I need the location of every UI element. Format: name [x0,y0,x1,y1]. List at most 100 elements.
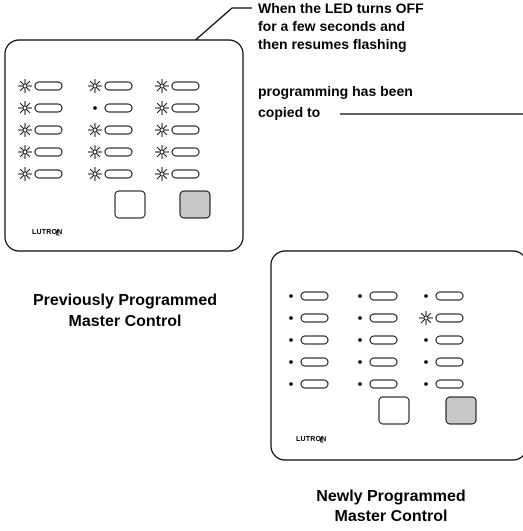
led-off-icon [424,382,428,386]
scene-button[interactable] [171,147,200,157]
callout-top-line-3: then resumes flashing [258,36,407,52]
scene-cell-r1-c3 [155,79,200,93]
gray-button[interactable] [179,190,211,219]
scene-button[interactable] [369,357,398,367]
panel-faceplate [270,250,523,461]
scene-button[interactable] [104,169,133,179]
scene-button[interactable] [171,103,200,113]
scene-cell-r5-c2 [88,167,133,181]
caption-previous: Previously Programmed Master Control [33,292,217,330]
scene-button[interactable] [300,313,329,323]
led-off-icon [289,294,293,298]
scene-cell-r3-c2 [358,335,398,345]
led-flashing-icon [18,123,32,137]
scene-cell-r4-c2 [358,357,398,367]
scene-button[interactable] [34,103,63,113]
scene-button[interactable] [104,103,133,113]
panel-previously-programmed: LUTRON [4,39,244,252]
scene-button[interactable] [435,379,464,389]
scene-cell-r5-c1 [18,167,63,181]
scene-button[interactable] [104,125,133,135]
scene-cell-r2-c3 [419,311,464,325]
caption-new-line-1: Newly Programmed [316,488,465,505]
scene-button[interactable] [369,335,398,345]
scene-button[interactable] [435,335,464,345]
led-off-icon [424,360,428,364]
scene-button[interactable] [435,313,464,323]
white-button[interactable] [114,190,146,219]
callout-middle-line-1: programming has been [258,83,413,99]
led-off-icon [289,338,293,342]
scene-cell-r2-c2 [93,103,133,113]
scene-cell-r2-c3 [155,101,200,115]
scene-cell-r3-c2 [88,123,133,137]
scene-cell-r5-c1 [289,379,329,389]
callout-top-line-2: for a few seconds and [258,18,405,34]
scene-button[interactable] [34,169,63,179]
scene-cell-r4-c3 [424,357,464,367]
scene-button[interactable] [369,313,398,323]
led-flashing-icon [155,167,169,181]
led-off-icon [358,316,362,320]
caption-previous-line-1: Previously Programmed [33,292,217,309]
scene-button[interactable] [171,169,200,179]
led-off-icon [289,382,293,386]
scene-cell-r3-c3 [424,335,464,345]
led-flashing-icon [155,145,169,159]
gray-button[interactable] [445,396,477,425]
led-off-icon [289,316,293,320]
led-flashing-icon [18,145,32,159]
caption-new-line-2: Master Control [335,508,448,525]
led-off-icon [358,338,362,342]
scene-button[interactable] [104,147,133,157]
led-flashing-icon [18,101,32,115]
scene-cell-r3-c3 [155,123,200,137]
led-off-icon [358,382,362,386]
white-button[interactable] [378,396,410,425]
scene-cell-r3-c1 [289,335,329,345]
scene-button[interactable] [171,125,200,135]
scene-button[interactable] [34,81,63,91]
panel-faceplate [4,39,244,252]
scene-button[interactable] [369,379,398,389]
scene-button[interactable] [435,357,464,367]
led-flashing-icon [419,311,433,325]
led-flashing-icon [18,167,32,181]
lutron-logo-text: LUTRON [32,229,62,236]
scene-cell-r2-c1 [289,313,329,323]
scene-cell-r4-c2 [88,145,133,159]
scene-button[interactable] [171,81,200,91]
caption-new: Newly Programmed Master Control [316,488,465,525]
scene-cell-r3-c1 [18,123,63,137]
callout-top: When the LED turns OFF for a few seconds… [258,0,424,52]
scene-button[interactable] [34,147,63,157]
scene-button[interactable] [34,125,63,135]
caption-previous-line-2: Master Control [69,313,182,330]
led-flashing-icon [88,167,102,181]
callout-middle-line-2: copied to [258,104,320,120]
scene-button[interactable] [300,291,329,301]
led-flashing-icon [88,145,102,159]
scene-cell-r2-c2 [358,313,398,323]
scene-cell-r1-c3 [424,291,464,301]
led-grid-previous [18,79,200,181]
led-flashing-icon [155,79,169,93]
led-off-icon [93,106,97,110]
scene-button[interactable] [435,291,464,301]
led-off-icon [289,360,293,364]
scene-button[interactable] [300,357,329,367]
scene-cell-r1-c1 [18,79,63,93]
lutron-logo: LUTRON [32,229,62,236]
led-flashing-icon [155,123,169,137]
scene-button[interactable] [104,81,133,91]
scene-cell-r5-c3 [155,167,200,181]
led-off-icon [424,338,428,342]
scene-cell-r4-c1 [289,357,329,367]
scene-button[interactable] [369,291,398,301]
scene-cell-r5-c3 [424,379,464,389]
scene-cell-r1-c2 [358,291,398,301]
led-flashing-icon [88,123,102,137]
led-off-icon [424,294,428,298]
scene-button[interactable] [300,335,329,345]
scene-button[interactable] [300,379,329,389]
